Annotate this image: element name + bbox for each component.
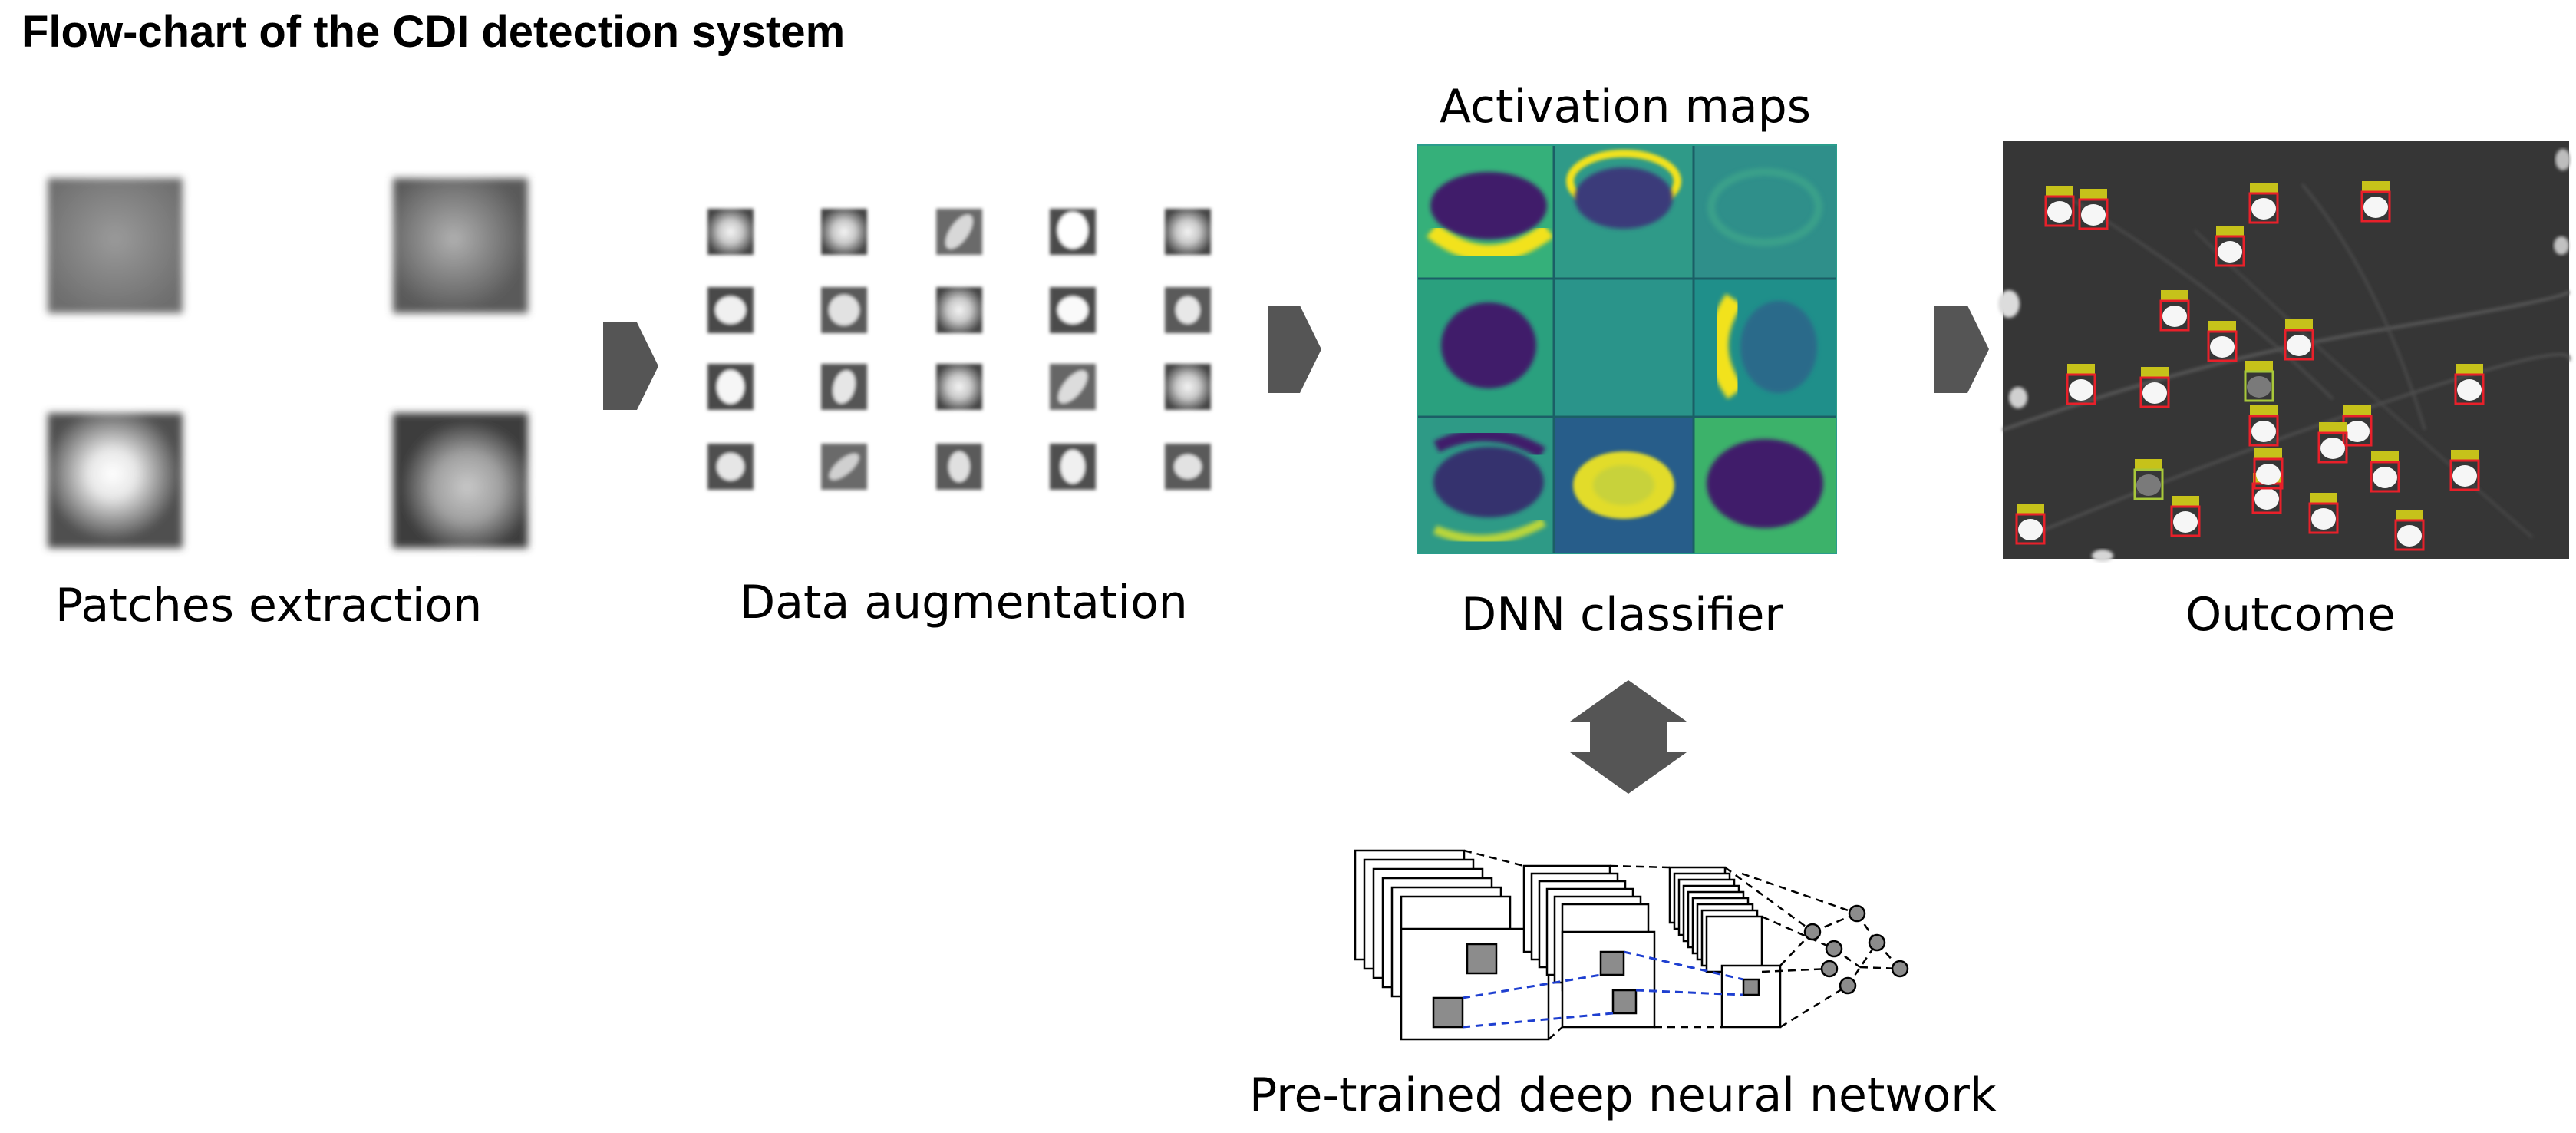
patch-image-4 (393, 413, 528, 548)
detection-box (2015, 513, 2046, 545)
detection-box (2066, 373, 2096, 405)
detection-tag (2285, 319, 2313, 330)
cell (2397, 525, 2422, 547)
cell (2373, 467, 2397, 488)
patch-image-3 (48, 413, 183, 548)
detection-tag (2080, 189, 2107, 200)
data-augmentation-label: Data augmentation (740, 576, 1188, 629)
cell (2251, 421, 2276, 442)
detection-box (2078, 198, 2109, 230)
detection-tag (2135, 459, 2162, 470)
activation-maps-grid (1417, 144, 1837, 554)
detection-box (2044, 195, 2075, 227)
cell (2345, 421, 2370, 442)
detection-box (2454, 373, 2485, 405)
detection-box (2360, 190, 2391, 223)
cell (2142, 382, 2167, 404)
cell (2210, 336, 2235, 358)
detection-tag (2362, 181, 2390, 192)
detection-tag (2343, 405, 2371, 416)
activation-maps-label: Activation maps (1440, 80, 1812, 134)
detection-tag (2250, 405, 2278, 416)
detection-box (2248, 192, 2279, 224)
detection-box (2253, 457, 2284, 490)
double-vertical-arrow-icon (1570, 680, 1687, 794)
cell (2069, 379, 2093, 401)
detection-tag (2067, 364, 2095, 375)
detection-tag (2017, 504, 2044, 514)
detection-tag (2208, 321, 2236, 332)
detection-tag (2456, 364, 2483, 375)
cell (2320, 438, 2345, 459)
detection-box (2207, 330, 2238, 362)
right-arrow-icon (1934, 306, 1989, 393)
detection-box (2215, 235, 2245, 267)
network-label: Pre-trained deep neural network (1249, 1069, 1997, 1122)
cell (2247, 376, 2271, 398)
cell (2363, 197, 2388, 218)
outcome-label: Outcome (2185, 588, 2396, 642)
detection-tag (2216, 226, 2244, 236)
cell (2218, 241, 2242, 263)
neural-network-schematic (1354, 849, 1909, 1041)
detection-tag (2141, 367, 2169, 378)
detection-tag (2245, 361, 2273, 372)
cell (2287, 335, 2311, 356)
detection-box (2308, 502, 2339, 534)
outcome-image (1998, 141, 2571, 562)
cell (2254, 488, 2279, 510)
patch-image-2 (393, 178, 528, 313)
detection-box (2449, 459, 2480, 491)
cell (2173, 511, 2198, 533)
right-arrow-icon (1268, 306, 1321, 393)
dnn-classifier-label: DNN classifier (1461, 588, 1784, 642)
detection-tag (2172, 496, 2199, 507)
right-arrow-icon (603, 322, 658, 410)
detection-box (2170, 505, 2201, 537)
detected-cells (2015, 181, 2485, 551)
detection-tag (2319, 422, 2347, 433)
cell (2018, 519, 2043, 540)
cell (2047, 201, 2072, 223)
patches-extraction-group (48, 178, 528, 548)
detection-box (2370, 461, 2400, 493)
patch-image-1 (48, 178, 183, 313)
detection-box (2244, 370, 2274, 402)
detection-box (2133, 468, 2164, 500)
detection-tag (2254, 448, 2282, 459)
detection-tag (2046, 186, 2073, 197)
cell (2311, 508, 2336, 530)
detection-box (2394, 519, 2425, 551)
augmentation-grid (707, 209, 1211, 490)
detection-tag (2250, 183, 2278, 193)
detection-box (2317, 431, 2348, 464)
detection-tag (2310, 493, 2337, 504)
figure-title: Flow-chart of the CDI detection system (21, 7, 846, 57)
detection-box (2248, 415, 2279, 447)
detection-tag (2371, 451, 2399, 462)
detection-tag (2396, 510, 2423, 520)
detection-box (2284, 329, 2314, 361)
cell (2162, 306, 2187, 327)
detection-box (2159, 299, 2190, 332)
detection-tag (2451, 450, 2479, 461)
cell (2081, 204, 2106, 226)
cell (2457, 379, 2482, 401)
cell (2452, 465, 2477, 487)
detection-tag (2161, 290, 2188, 301)
detection-box (2139, 376, 2170, 408)
cell (2256, 464, 2281, 485)
patches-extraction-label: Patches extraction (55, 579, 483, 633)
cell (2136, 474, 2161, 496)
cell (2251, 198, 2276, 220)
